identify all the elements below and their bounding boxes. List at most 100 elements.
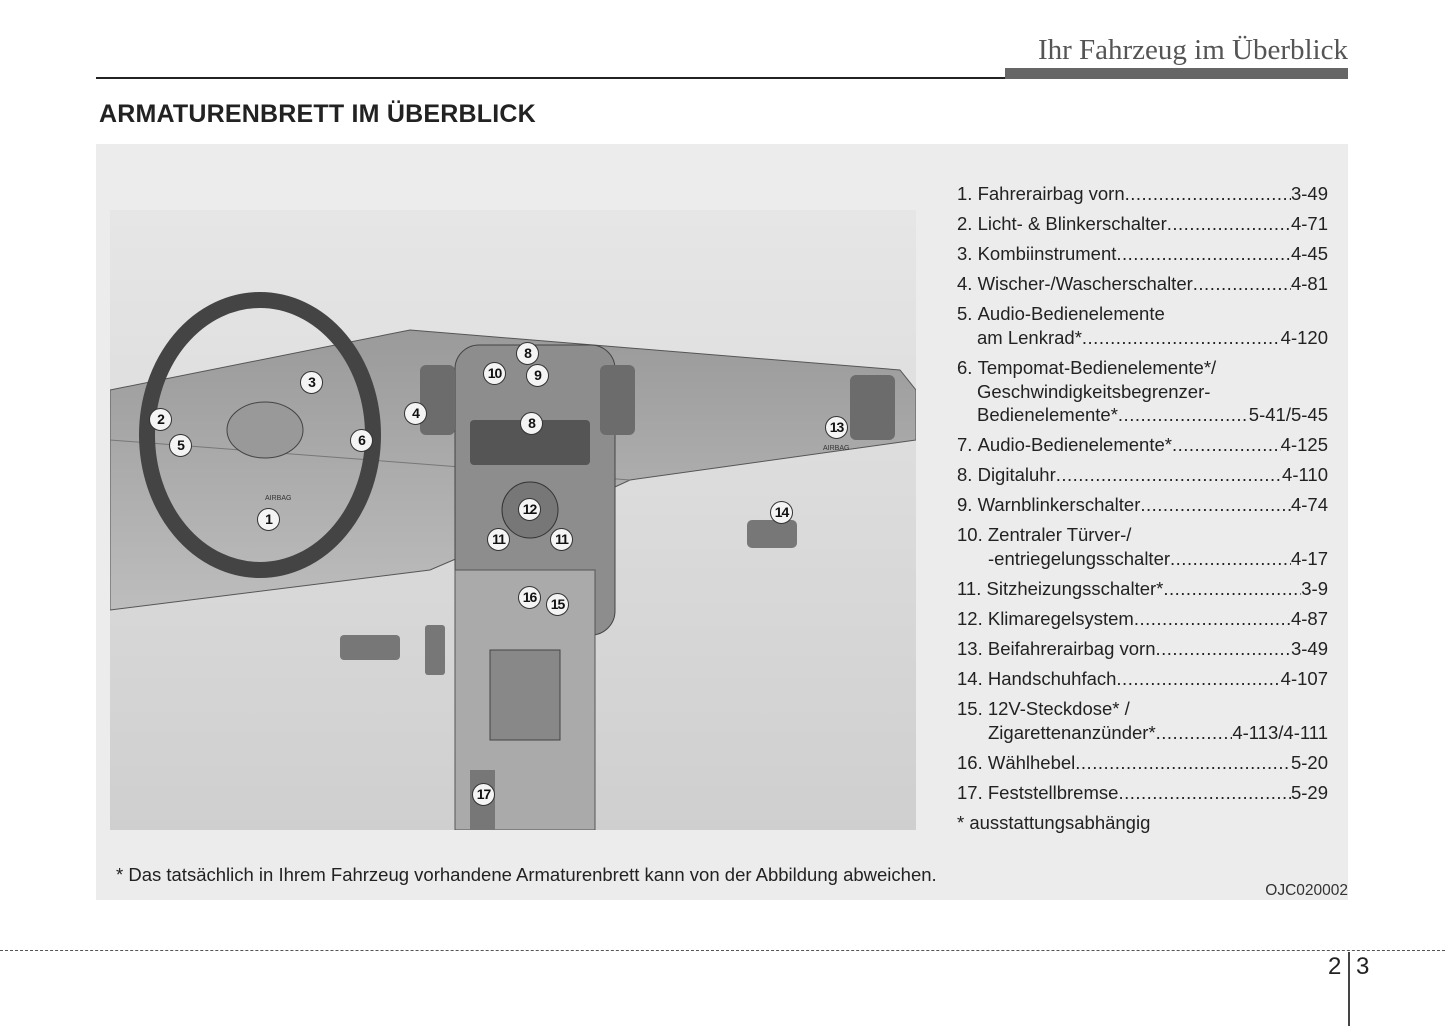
legend-line: 6. Tempomat-Bedienelemente*/: [957, 356, 1328, 380]
callout-2: 2: [149, 408, 172, 431]
legend-text: Handschuhfach: [987, 667, 1117, 689]
legend-line: 11. Sitzheizungsschalter* 3-9: [957, 577, 1328, 601]
legend-text: am Lenkrad*: [977, 326, 1082, 348]
legend-line: Geschwindigkeitsbegrenzer-: [957, 380, 1328, 404]
callout-16: 16: [518, 586, 541, 609]
legend-number: 9.: [957, 494, 973, 516]
legend-entry: 7. Audio-Bedienelemente*4-125: [957, 433, 1328, 457]
legend-footnote: * ausstattungsabhängig: [957, 811, 1151, 833]
dot-leader: [1118, 781, 1291, 805]
callout-9: 9: [526, 364, 549, 387]
dot-leader: [1116, 667, 1280, 691]
legend-page-ref: 4-113/4-111: [1232, 721, 1328, 743]
page-title: ARMATURENBRETT IM ÜBERBLICK: [99, 100, 536, 128]
figure-note: * Das tatsächlich in Ihrem Fahrzeug vorh…: [116, 864, 937, 885]
legend-text: Klimaregelsystem: [987, 608, 1134, 630]
callout-6: 6: [350, 429, 373, 452]
dot-leader: [1116, 242, 1291, 266]
legend-text: Zigarettenanzünder*: [988, 721, 1156, 743]
section-title: Ihr Fahrzeug im Überblick: [1037, 34, 1348, 66]
legend-line: 5. Audio-Bedienelemente: [957, 302, 1328, 326]
legend-entry: 16. Wählhebel 5-20: [957, 751, 1328, 775]
legend-text: Feststellbremse: [987, 781, 1119, 803]
legend-line: 17. Feststellbremse 5-29: [957, 781, 1328, 805]
legend-text: Kombiinstrument: [977, 242, 1117, 264]
legend-page-ref: 3-49: [1290, 183, 1328, 204]
callout-8-display: 8: [520, 412, 543, 435]
legend-text: 12V-Steckdose* /: [987, 697, 1130, 719]
dashboard-illustration: AIRBAG AIRBAG: [110, 210, 916, 830]
dot-leader: [1082, 326, 1281, 350]
legend-number: 12.: [957, 608, 983, 630]
dot-leader: [1140, 493, 1291, 517]
legend-page-ref: 5-20: [1290, 751, 1328, 773]
legend-text: Sitzheizungsschalter*: [986, 578, 1164, 600]
legend-page-ref: 4-71: [1290, 212, 1328, 234]
callout-4: 4: [404, 402, 427, 425]
callout-14: 14: [770, 501, 793, 524]
legend-number: 13.: [957, 638, 983, 659]
legend-text: Bedienelemente*: [977, 404, 1118, 426]
callout-5: 5: [169, 434, 192, 457]
legend-page-ref: 5-41/5-45: [1248, 404, 1328, 426]
legend-line: 4. Wischer-/Wascherschalter4-81: [957, 272, 1328, 296]
legend-page-ref: 4-107: [1280, 667, 1328, 689]
legend-page-ref: 4-125: [1280, 434, 1328, 456]
legend-number: 16.: [957, 751, 983, 773]
legend-text: Beifahrerairbag vorn: [987, 638, 1156, 659]
page-number: 3: [1356, 953, 1370, 980]
legend-number: 6.: [957, 356, 973, 378]
legend-entry: 14. Handschuhfach 4-107: [957, 667, 1328, 691]
header-rule: [96, 77, 1006, 79]
legend-number: 15.: [957, 697, 983, 719]
dot-leader: [1170, 547, 1291, 571]
legend-entry: 15. 12V-Steckdose* /Zigarettenanzünder* 4…: [957, 697, 1328, 745]
legend-text: Wischer-/Wascherschalter: [977, 272, 1193, 294]
legend-entry: 1. Fahrerairbag vorn3-49: [957, 182, 1328, 206]
dot-leader: [1156, 721, 1233, 745]
legend-line: 14. Handschuhfach 4-107: [957, 667, 1328, 691]
legend-entry: 12. Klimaregelsystem4-87: [957, 607, 1328, 631]
dot-leader: [1155, 637, 1290, 661]
dot-leader: [1134, 607, 1291, 631]
legend-page-ref: 3-9: [1301, 578, 1328, 600]
legend-number: 17.: [957, 781, 983, 803]
legend-page-ref: 4-45: [1290, 242, 1328, 264]
callout-15: 15: [546, 593, 569, 616]
chapter-number: 2: [1328, 953, 1342, 980]
legend-number: 3.: [957, 242, 973, 264]
legend-line: 15. 12V-Steckdose* /: [957, 697, 1328, 721]
dot-leader: [1167, 212, 1291, 236]
callout-11-right: 11: [550, 528, 573, 551]
legend-number: 11.: [957, 578, 982, 600]
legend-number: 4.: [957, 272, 973, 294]
legend-page-ref: 4-74: [1290, 494, 1328, 516]
legend-line: Zigarettenanzünder* 4-113/4-111: [957, 721, 1328, 745]
callout-1: 1: [257, 508, 280, 531]
legend-page-ref: 3-49: [1290, 638, 1328, 659]
callout-12: 12: [518, 498, 541, 521]
legend-number: 2.: [957, 212, 973, 234]
legend-entry: 10. Zentraler Türver-/-entriegelungsscha…: [957, 523, 1328, 571]
legend-line: Bedienelemente* 5-41/5-45: [957, 403, 1328, 427]
callout-8-clock: 8: [516, 342, 539, 365]
legend-text: Tempomat-Bedienelemente*/: [977, 356, 1217, 378]
legend-number: 8.: [957, 464, 973, 486]
legend-number: 5.: [957, 302, 973, 324]
legend-text: Warnblinkerschalter: [977, 494, 1141, 516]
legend-text: -entriegelungsschalter: [988, 548, 1171, 570]
legend-entry: 4. Wischer-/Wascherschalter4-81: [957, 272, 1328, 296]
dot-leader: [1172, 433, 1281, 457]
legend-page-ref: 4-120: [1280, 326, 1328, 348]
legend-line: 8. Digitaluhr 4-110: [957, 463, 1328, 487]
legend-entry: 6. Tempomat-Bedienelemente*/Geschwindigk…: [957, 356, 1328, 427]
legend-page-ref: 4-17: [1290, 548, 1328, 570]
callout-13: 13: [825, 416, 848, 439]
legend-text: Audio-Bedienelemente: [977, 302, 1165, 324]
callout-3: 3: [300, 371, 323, 394]
legend-entry: 13. Beifahrerairbag vorn 3-49: [957, 637, 1328, 661]
dot-leader: [1056, 463, 1282, 487]
passenger-airbag-label: AIRBAG: [823, 445, 849, 452]
legend-entry: 2. Licht- & Blinkerschalter 4-71: [957, 212, 1328, 236]
